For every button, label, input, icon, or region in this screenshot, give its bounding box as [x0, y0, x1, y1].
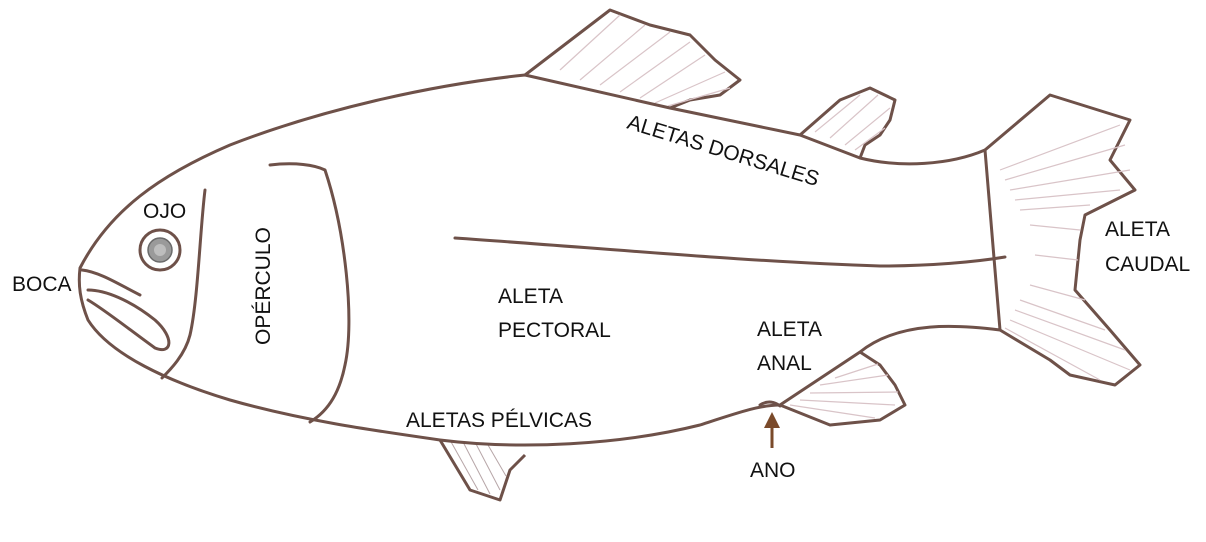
dorsal-fin-first [524, 8, 742, 110]
label-ano: ANO [750, 459, 796, 482]
eye [138, 228, 182, 272]
label-aleta-pectoral-line2: PECTORAL [498, 319, 611, 342]
label-ojo: OJO [143, 200, 186, 223]
label-operculo: OPÉRCULO [252, 227, 275, 345]
anal-fin [779, 350, 907, 427]
lateral-line [453, 236, 1007, 268]
label-aleta-caudal-line1: ALETA [1105, 218, 1170, 241]
anus [758, 400, 782, 408]
dorsal-fin-second [799, 86, 897, 159]
pelvic-fin-rays [449, 439, 507, 495]
mouth [80, 268, 171, 352]
label-aleta-pectoral-line1: ALETA [498, 285, 563, 308]
label-aleta-anal-line1: ALETA [757, 318, 822, 341]
caudal-fin-rays [999, 124, 1131, 381]
label-aletas-pelvicas: ALETAS PÉLVICAS [406, 409, 592, 432]
pelvic-fin [438, 439, 527, 502]
operculum-outline [268, 162, 351, 424]
anus-arrow [764, 412, 780, 448]
anal-fin-rays [789, 363, 899, 419]
caudal-fin [984, 93, 1142, 387]
label-boca: BOCA [12, 273, 72, 296]
label-aleta-anal-line2: ANAL [757, 352, 812, 375]
dorsal-fin-first-rays [559, 14, 731, 107]
label-aleta-caudal-line2: CAUDAL [1105, 253, 1190, 276]
head-line [160, 188, 207, 380]
dorsal-fin-second-rays [814, 94, 891, 151]
